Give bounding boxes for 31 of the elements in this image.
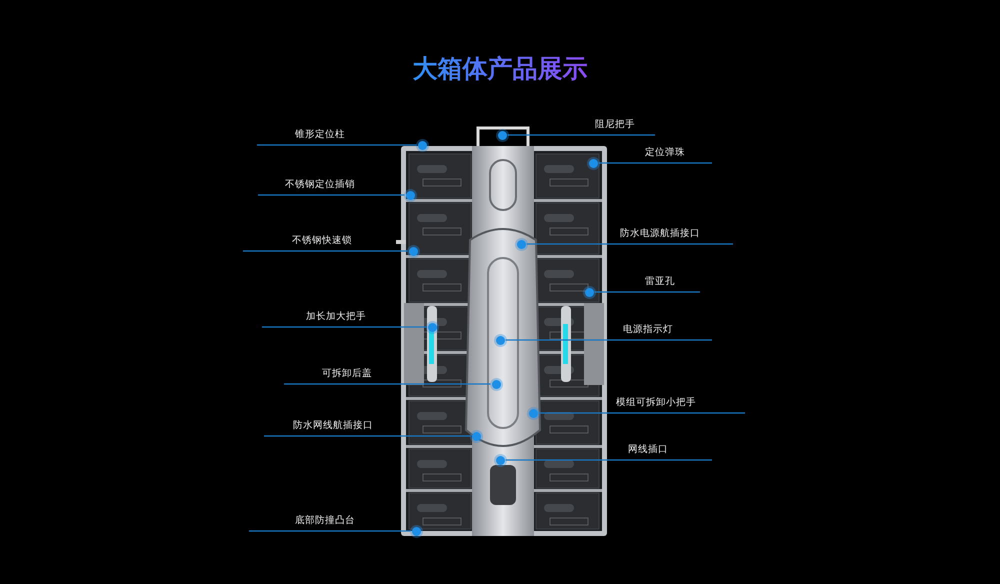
callout-label: 电源指示灯 [584, 324, 712, 341]
leader-line [508, 134, 655, 136]
leader-line [257, 144, 416, 146]
leader-line [284, 383, 490, 385]
leader-line [598, 162, 712, 164]
leader-line [526, 243, 733, 245]
leader-line [506, 459, 712, 461]
marker-dot [418, 140, 426, 150]
leader-line [262, 326, 426, 328]
callout-label: 防水网线航插接口 [264, 420, 402, 437]
callout-label: 可拆卸后盖 [284, 368, 410, 385]
callout-label: 模组可拆卸小把手 [567, 397, 745, 414]
callout-label: 底部防撞凸台 [249, 515, 401, 532]
callout-label: 防水电源航插接口 [587, 228, 733, 245]
callout-label: 雷亚孔 [620, 276, 700, 293]
leader-line [264, 435, 470, 437]
leader-line [506, 339, 712, 341]
callout-label: 阻尼把手 [575, 119, 655, 136]
leader-line [538, 412, 745, 414]
callout-label: 不锈钢快速锁 [243, 235, 401, 252]
marker-dot [498, 130, 506, 140]
leader-line [258, 194, 404, 196]
leader-line [243, 250, 408, 252]
callout-label: 网线插口 [584, 444, 712, 461]
title: 大箱体产品展示 [412, 54, 588, 83]
callout-label: 加长加大把手 [262, 311, 410, 328]
callout-label: 不锈钢定位插销 [258, 179, 382, 196]
callout-label: 锥形定位柱 [257, 129, 383, 146]
callout-label: 定位弹珠 [618, 147, 712, 164]
leader-line [594, 291, 700, 293]
leader-line [249, 530, 410, 532]
